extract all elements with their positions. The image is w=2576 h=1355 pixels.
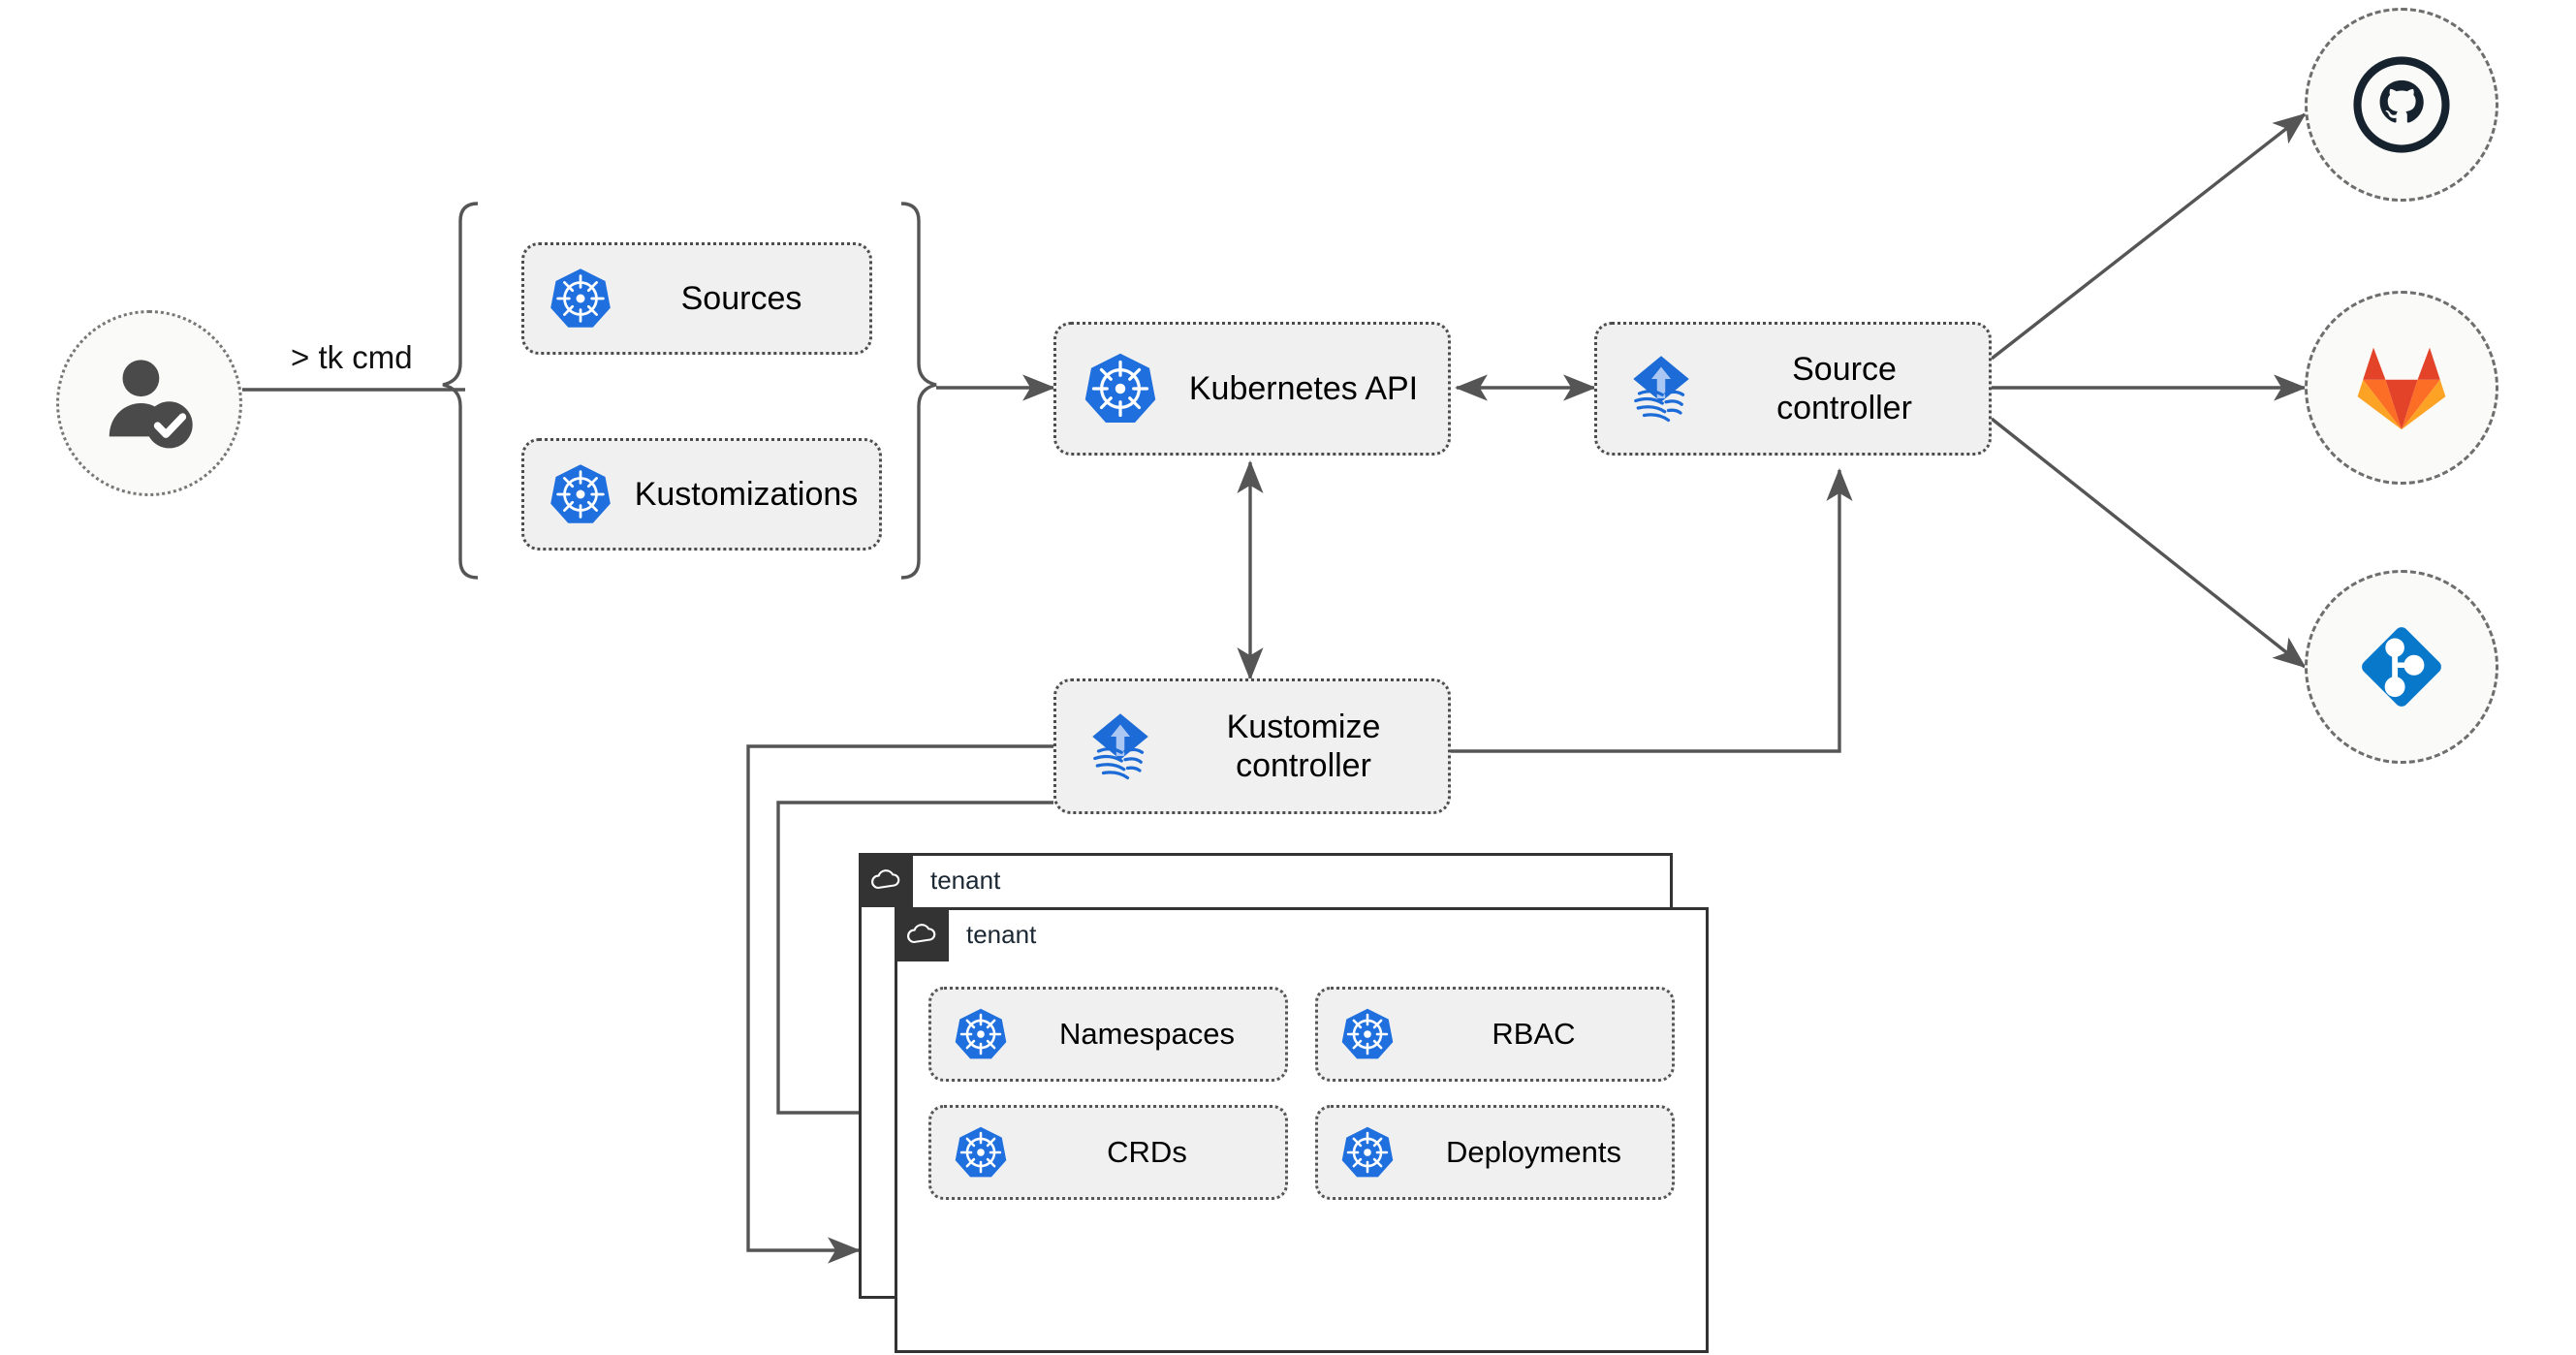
edge-label-cli-command: > tk cmd [291,339,413,375]
brace-right [900,202,937,580]
resource-label: Namespaces [1059,1017,1235,1051]
user-verified-icon [109,360,193,449]
kubernetes-icon [931,1124,1009,1181]
node-kustomize-controller[interactable]: Kustomize controller [1053,678,1451,814]
tenant-label: tenant [930,865,1001,895]
provider-gitlab[interactable] [2305,291,2498,485]
wire-source-to-git [1990,417,2307,669]
node-label: Kustomize controller [1226,708,1381,784]
brace-left [442,202,479,580]
tenant-tab-front: tenant [895,907,1036,961]
wire-source-to-github [1990,112,2307,361]
resource-label: RBAC [1492,1017,1576,1051]
node-source-controller[interactable]: Source controller [1594,322,1992,456]
node-label: Source controller [1776,350,1912,426]
kubernetes-icon [1082,350,1159,427]
resource-label: CRDs [1107,1135,1187,1169]
node-kustomizations[interactable]: Kustomizations [521,438,882,551]
actor-user[interactable] [56,310,242,496]
resource-crds[interactable]: CRDs [928,1105,1288,1200]
gitlab-icon [2357,347,2446,430]
cloud-icon [859,853,913,907]
node-label: Kubernetes API [1188,369,1419,407]
wire-kustomize-to-source-controller [1439,467,1853,753]
kubernetes-icon [1318,1006,1396,1062]
cloud-icon [895,907,949,961]
tenant-resource-grid: Namespaces [928,987,1675,1200]
tenant-tab-back: tenant [859,853,1000,907]
kubernetes-icon [548,461,613,527]
github-icon [2353,56,2450,153]
node-kubernetes-api[interactable]: Kubernetes API [1053,322,1451,456]
resource-deployments[interactable]: Deployments [1315,1105,1675,1200]
flux-icon [1082,708,1159,785]
provider-git[interactable] [2305,570,2498,764]
kubernetes-icon [931,1006,1009,1062]
flux-icon [1622,350,1700,427]
node-label: Sources [680,279,802,317]
provider-github[interactable] [2305,8,2498,202]
resource-rbac[interactable]: RBAC [1315,987,1675,1082]
kubernetes-icon [1318,1124,1396,1181]
tenant-label: tenant [966,919,1037,949]
node-label: Kustomizations [634,475,859,513]
azure-repos-git-icon [2362,627,2441,707]
kubernetes-icon [548,266,613,331]
node-sources[interactable]: Sources [521,242,872,355]
resource-label: Deployments [1446,1135,1621,1169]
resource-namespaces[interactable]: Namespaces [928,987,1288,1082]
